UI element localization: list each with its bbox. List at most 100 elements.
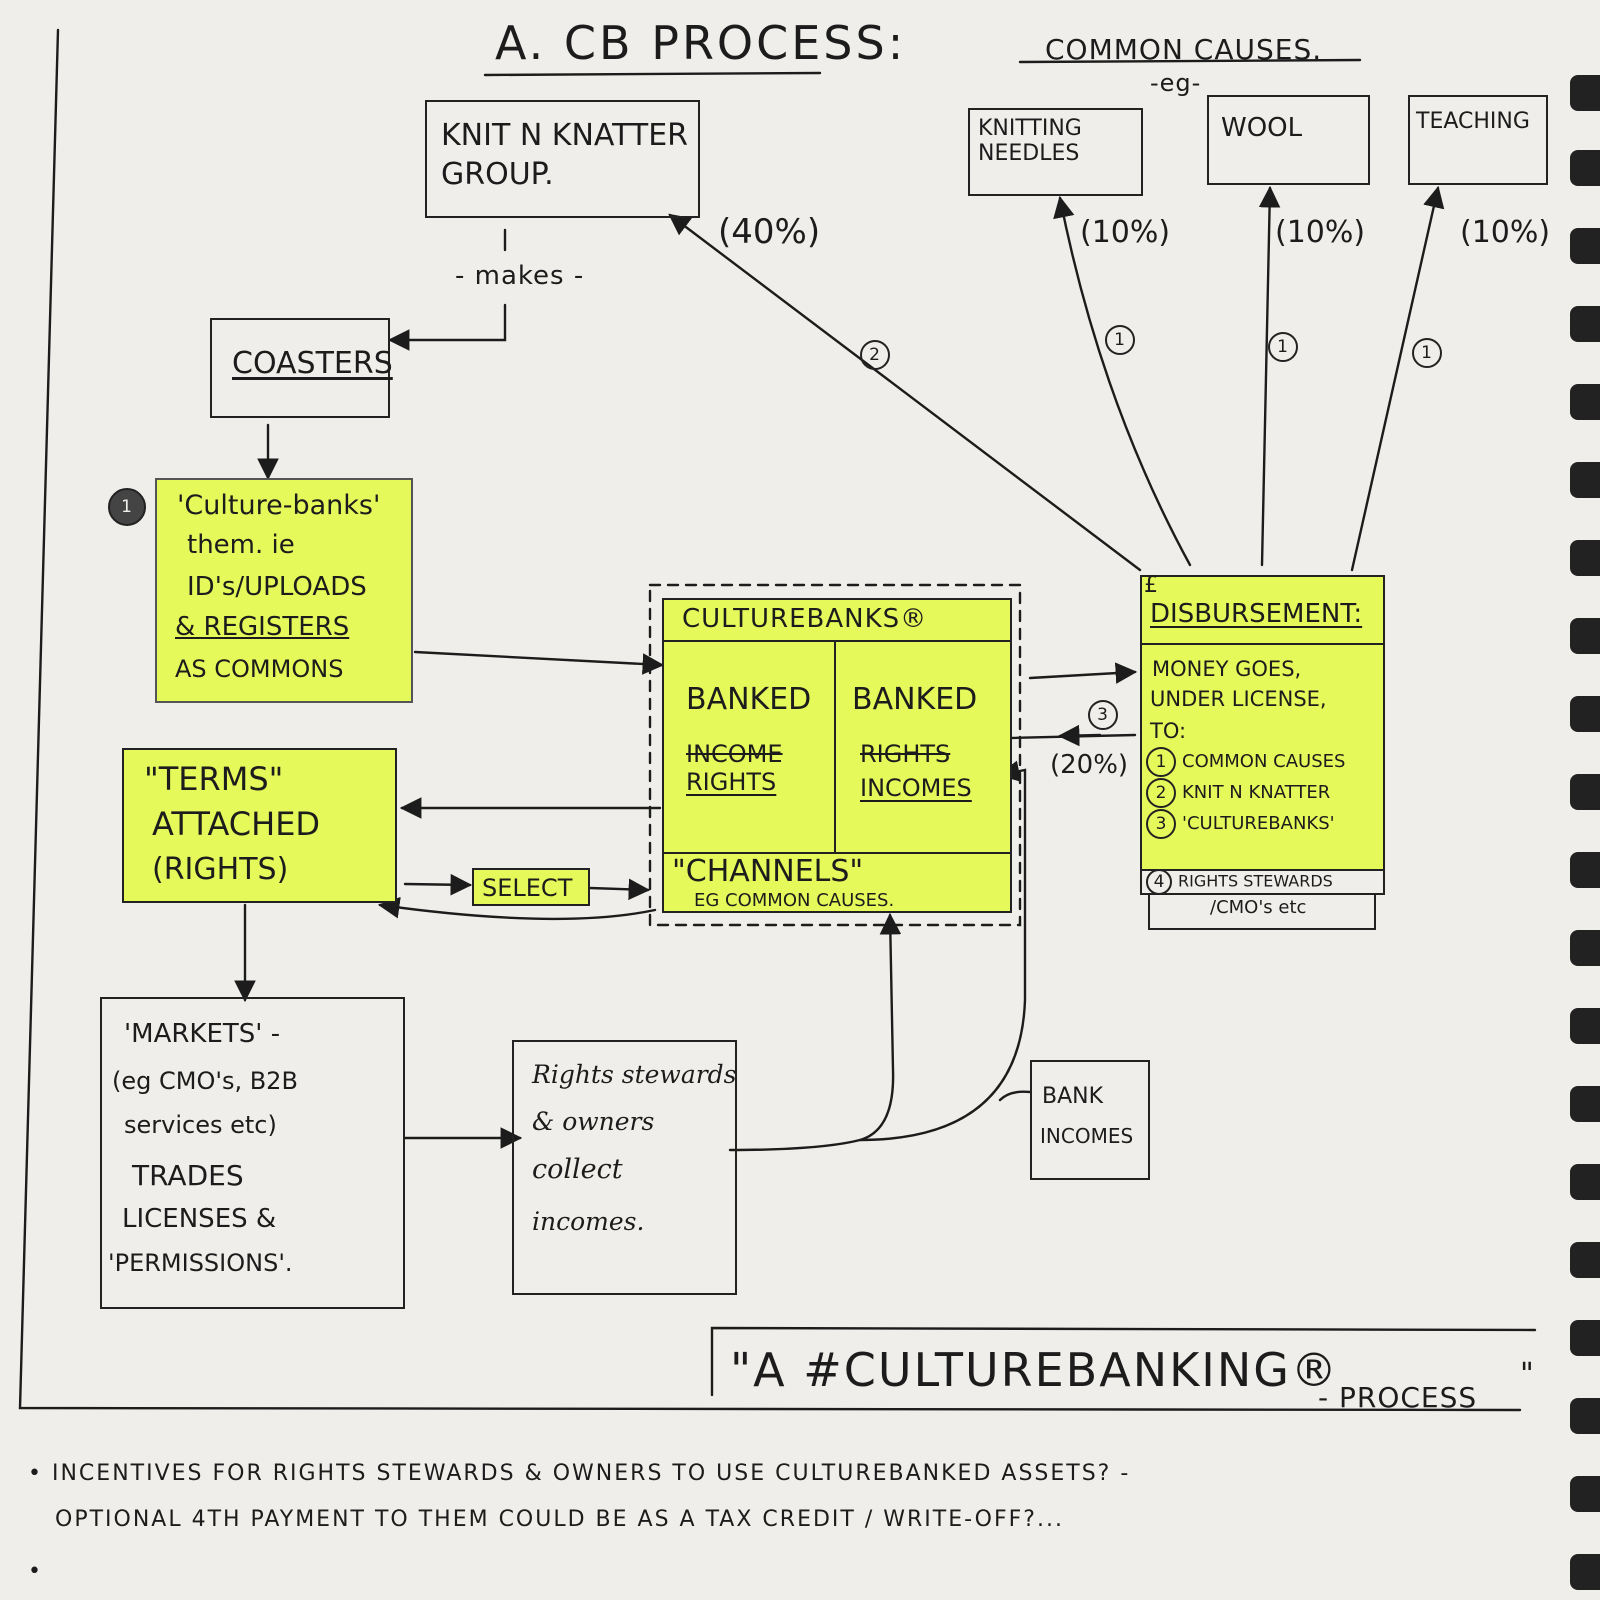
banked-rights-head: BANKED — [686, 682, 812, 717]
knit-group-percent: (40%) — [718, 212, 821, 252]
common-causes-eg: -eg- — [1150, 69, 1202, 97]
step-marker-culturebanks: 3 — [1088, 700, 1124, 730]
banked-incomes-value: INCOMES — [860, 774, 972, 802]
banner-suffix: - PROCESS — [1318, 1381, 1478, 1414]
common-cause-teaching-label: TEACHING — [1416, 109, 1530, 134]
markets-line-1: 'MARKETS' - — [124, 1019, 281, 1049]
knit-group-label: KNIT n KNATTER GROUP. — [441, 118, 689, 192]
culturebanks-to-disbursement-arrow — [1028, 662, 1138, 684]
spiral-ring — [1570, 1476, 1600, 1512]
stewards-to-culturebanks-arrow — [728, 912, 902, 1152]
common-cause-needles-label: KNITTING NEEDLES — [978, 116, 1082, 167]
bank-incomes-box: BANK INCOMES — [1030, 1060, 1150, 1180]
note-line-1: • INCENTIVES FOR RIGHTS STEWARDS & OWNER… — [28, 1461, 1131, 1486]
culturebanks-box: CULTUREBANKS® BANKED INCOME RIGHTS BANKE… — [662, 598, 1012, 913]
terms-line-2: ATTACHED — [152, 805, 321, 843]
spiral-ring — [1570, 306, 1600, 342]
disbursement-item-3: 3'CULTUREBANKS' — [1146, 809, 1335, 839]
rights-stewards-line-3: collect — [532, 1154, 623, 1185]
rights-stewards-box: Rights stewards & owners collect incomes… — [512, 1040, 737, 1295]
spiral-ring — [1570, 462, 1600, 498]
spiral-ring — [1570, 852, 1600, 888]
banked-incomes-struck: RIGHTS — [860, 740, 951, 768]
markets-line-6: 'PERMISSIONS'. — [108, 1249, 293, 1277]
register-line-4: & REGISTERS — [175, 612, 350, 642]
spiral-ring — [1570, 696, 1600, 732]
disbursement-line-3: TO: — [1150, 719, 1187, 743]
terms-box: "TERMS" ATTACHED (RIGHTS) — [122, 748, 397, 903]
culturebanks-title-divider — [664, 640, 1010, 642]
channels-to-terms-arrow — [377, 896, 657, 921]
select-box: SELECT — [472, 868, 590, 906]
common-causes-heading: COMMON CAUSES. — [1045, 33, 1323, 66]
spiral-ring — [1570, 774, 1600, 810]
markets-line-3: services etc) — [124, 1111, 277, 1139]
disbursement-return-arrowhead — [1057, 724, 1102, 747]
register-line-3: ID's/UPLOADS — [187, 572, 367, 602]
banner-title: "A #CULTUREBANKING® — [730, 1343, 1339, 1397]
register-line-5: AS COMMONS — [175, 655, 344, 683]
spiral-ring — [1570, 1320, 1600, 1356]
spiral-ring — [1570, 1086, 1600, 1122]
spiral-ring — [1570, 1554, 1600, 1590]
knit-group-box: KNIT n KNATTER GROUP. — [425, 100, 700, 218]
disbursement-tail: /CMO's etc — [1210, 897, 1307, 918]
makes-label: - makes - — [455, 261, 585, 291]
disbursement-divider — [1142, 643, 1383, 645]
markets-box: 'MARKETS' - (eg CMO's, B2B services etc)… — [100, 997, 405, 1309]
note-bullet: • — [28, 1559, 42, 1584]
common-cause-box-wool: WOOL — [1207, 95, 1370, 185]
spiral-ring — [1570, 75, 1600, 111]
wool-percent: (10%) — [1275, 215, 1366, 250]
banked-incomes-head: BANKED — [852, 682, 978, 717]
spiral-ring — [1570, 228, 1600, 264]
step-marker-needles: 1 — [1105, 325, 1141, 355]
banner-end-quote: " — [1520, 1357, 1535, 1392]
register-step-box: 'Culture-banks' them. ie ID's/UPLOADS & … — [155, 478, 413, 703]
register-line-2: them. ie — [187, 530, 295, 560]
culturebanks-dashed-outline — [648, 583, 1022, 927]
note-line-2: OPTIONAL 4th PAYMENT TO THEM COULD BE AS… — [55, 1507, 1064, 1532]
banked-rights-struck: INCOME — [686, 740, 783, 768]
spiral-ring — [1570, 930, 1600, 966]
markets-line-2: (eg CMO's, B2B — [112, 1067, 298, 1095]
spiral-ring — [1570, 1242, 1600, 1278]
culturebanks-channels-divider — [664, 852, 1010, 854]
coasters-label: COASTERS — [232, 346, 393, 381]
spiral-ring — [1570, 1164, 1600, 1200]
bank-incomes-line-1: BANK — [1042, 1084, 1104, 1109]
bank-incomes-connector — [858, 760, 1027, 1142]
channels-label: "CHANNELS" — [672, 854, 864, 889]
teaching-percent: (10%) — [1460, 215, 1551, 250]
makes-arrow — [387, 303, 507, 351]
select-label: SELECT — [482, 874, 573, 902]
disbursement-to-knit-arrow — [668, 213, 1142, 572]
spiral-ring — [1570, 1398, 1600, 1434]
coasters-box: COASTERS — [210, 318, 393, 418]
spiral-ring — [1570, 1008, 1600, 1044]
page-frame-line — [18, 28, 1522, 1412]
step-marker-teaching: 1 — [1412, 338, 1448, 368]
rights-stewards-line-2: & owners — [532, 1107, 655, 1136]
bank-incomes-line-2: INCOMES — [1040, 1124, 1134, 1148]
disbursement-box: £ DISBURSEMENT: MONEY GOES, UNDER LICENS… — [1140, 573, 1385, 895]
disbursement-tail-box: /CMO's etc — [1148, 895, 1376, 930]
spiral-ring — [1570, 618, 1600, 654]
title-underline — [483, 71, 822, 77]
common-cause-box-needles: KNITTING NEEDLES — [968, 108, 1143, 196]
disbursement-line-1: MONEY GOES, — [1152, 657, 1302, 681]
bank-incomes-link — [998, 1090, 1032, 1102]
step-marker-wool: 1 — [1268, 332, 1304, 362]
spiral-ring — [1570, 384, 1600, 420]
terms-line-3: (RIGHTS) — [152, 852, 289, 887]
disbursement-currency: £ — [1144, 573, 1158, 598]
culturebanks-title: CULTUREBANKS® — [682, 604, 928, 634]
banner-frame — [710, 1326, 1537, 1397]
culturebanks-percent: (20%) — [1050, 750, 1129, 780]
select-to-channels-arrow — [588, 878, 651, 901]
disbursement-to-wool-arrow — [1258, 185, 1281, 567]
disbursement-to-teaching-arrow — [1350, 185, 1445, 572]
